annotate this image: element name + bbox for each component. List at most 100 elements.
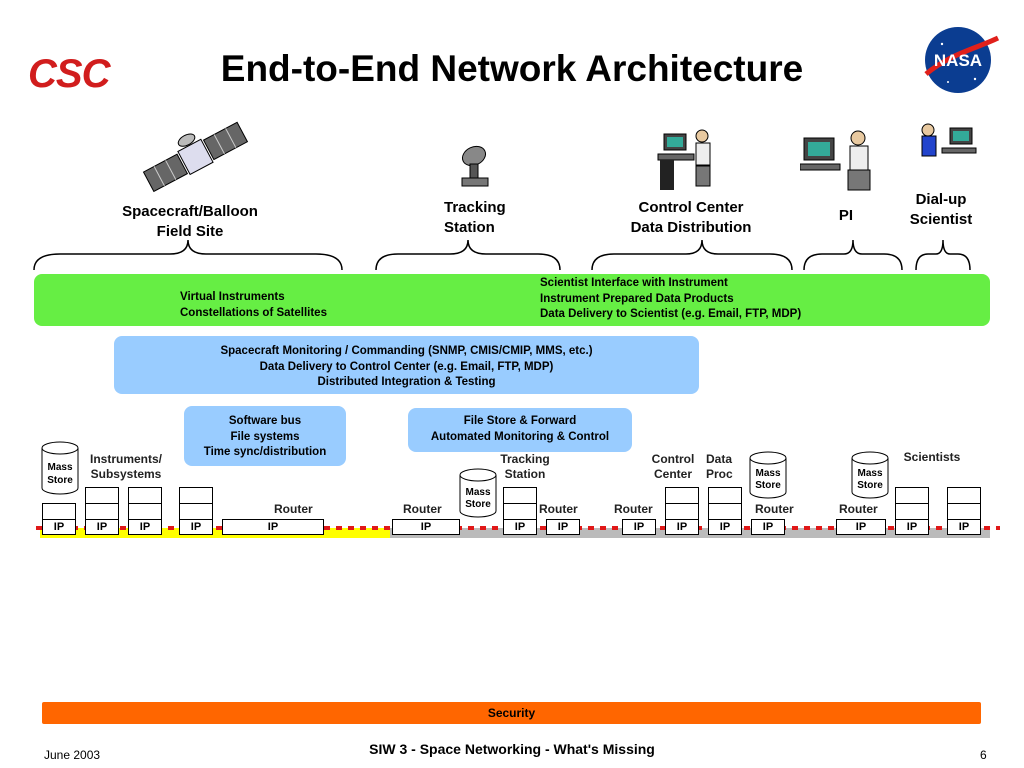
data-proc-label: Data Proc bbox=[706, 452, 733, 481]
pi-workstation-icon bbox=[800, 130, 871, 191]
stack-layer bbox=[85, 503, 119, 519]
ip-layer: IP bbox=[42, 519, 76, 535]
stack-layer bbox=[708, 503, 742, 519]
ip-layer: IP bbox=[222, 519, 324, 535]
control-center-label: Control Center bbox=[651, 452, 695, 481]
mass-store-text-2: Store bbox=[755, 480, 781, 491]
protocol-stack: IP bbox=[622, 519, 656, 535]
stack-layer bbox=[179, 503, 213, 519]
green-band-right-text: Scientist Interface with Instrument Inst… bbox=[540, 277, 802, 320]
stack-layer bbox=[503, 503, 537, 519]
slide-title: End-to-End Network Architecture bbox=[220, 48, 804, 89]
ip-layer: IP bbox=[708, 519, 742, 535]
stack-layer bbox=[947, 487, 981, 503]
mass-store-text-1: Mass bbox=[857, 468, 882, 479]
ip-layer: IP bbox=[836, 519, 886, 535]
link-segment-yellow bbox=[40, 528, 390, 538]
mass-store-cylinder: Mass Store bbox=[749, 451, 787, 499]
ip-layer: IP bbox=[622, 519, 656, 535]
protocol-stack: IP bbox=[503, 487, 537, 535]
protocol-stack: IP bbox=[708, 487, 742, 535]
ip-layer: IP bbox=[85, 519, 119, 535]
group-tracking-label: Tracking Station bbox=[444, 199, 506, 236]
protocol-stack: IP bbox=[392, 519, 460, 535]
stack-layer bbox=[128, 503, 162, 519]
router-label: Router bbox=[403, 502, 442, 516]
software-bus-box: Software bus File systems Time sync/dist… bbox=[184, 406, 346, 466]
router-label: Router bbox=[539, 502, 578, 516]
protocol-stack: IP bbox=[947, 487, 981, 535]
brace-spacecraft bbox=[33, 239, 343, 271]
protocol-stack: IP bbox=[222, 519, 324, 535]
router-label: Router bbox=[755, 502, 794, 516]
mass-store-text-1: Mass bbox=[755, 468, 780, 479]
file-store-box: File Store & Forward Automated Monitorin… bbox=[408, 408, 632, 452]
mass-store-text-2: Store bbox=[465, 499, 491, 510]
ip-layer: IP bbox=[128, 519, 162, 535]
brace-dialup bbox=[915, 239, 971, 271]
group-pi-label: PI bbox=[838, 207, 854, 224]
footer-title: SIW 3 - Space Networking - What's Missin… bbox=[369, 741, 655, 757]
user-services-band bbox=[34, 274, 990, 326]
protocol-stack: IP bbox=[895, 487, 929, 535]
tracking-station-label: Tracking Station bbox=[500, 452, 550, 481]
router-label: Router bbox=[274, 502, 313, 516]
tracking-antenna-icon bbox=[461, 145, 489, 187]
stack-layer bbox=[179, 487, 213, 503]
stack-layer bbox=[665, 503, 699, 519]
security-bar: Security bbox=[42, 702, 981, 724]
control-center-icon bbox=[657, 129, 711, 190]
stack-layer bbox=[947, 503, 981, 519]
protocol-stack: IP bbox=[751, 519, 785, 535]
ip-layer: IP bbox=[546, 519, 580, 535]
stack-layer bbox=[708, 487, 742, 503]
footer-date: June 2003 bbox=[44, 748, 101, 762]
mass-store-cylinder: Mass Store bbox=[851, 451, 889, 499]
router-label: Router bbox=[839, 502, 878, 516]
stack-layer bbox=[128, 487, 162, 503]
group-braces bbox=[33, 239, 971, 271]
mass-store-cylinder: Mass Store bbox=[41, 441, 79, 495]
stack-layer bbox=[503, 487, 537, 503]
group-spacecraft-label: Spacecraft/Balloon Field Site bbox=[122, 203, 258, 240]
stack-layer bbox=[895, 487, 929, 503]
stack-layer bbox=[665, 487, 699, 503]
group-control-label: Control Center Data Distribution bbox=[630, 199, 752, 236]
mass-store-text-2: Store bbox=[857, 480, 883, 491]
stack-layer bbox=[895, 503, 929, 519]
footer-page-number: 6 bbox=[980, 748, 987, 762]
protocol-stack: IP bbox=[42, 503, 76, 535]
protocol-stack: IP bbox=[85, 487, 119, 535]
protocol-stack: IP bbox=[665, 487, 699, 535]
dialup-scientist-icon bbox=[921, 123, 977, 157]
ip-layer: IP bbox=[751, 519, 785, 535]
spacecraft-monitoring-band: Spacecraft Monitoring / Commanding (SNMP… bbox=[114, 336, 699, 394]
brace-control bbox=[591, 239, 793, 271]
mass-store-text-1: Mass bbox=[465, 487, 490, 498]
ip-layer: IP bbox=[895, 519, 929, 535]
mass-store-text-2: Store bbox=[47, 475, 73, 486]
scientists-label: Scientists bbox=[903, 450, 961, 464]
ip-layer: IP bbox=[179, 519, 213, 535]
nasa-logo-text: NASA bbox=[934, 51, 982, 70]
brace-pi bbox=[803, 239, 903, 271]
ip-layer: IP bbox=[392, 519, 460, 535]
satellite-icon bbox=[142, 121, 249, 193]
csc-logo: CSC bbox=[28, 52, 110, 96]
group-dialup-label: Dial-up Scientist bbox=[909, 191, 973, 228]
ip-layer: IP bbox=[665, 519, 699, 535]
protocol-stack: IP bbox=[128, 487, 162, 535]
brace-tracking bbox=[375, 239, 561, 271]
stack-layer bbox=[42, 503, 76, 519]
mass-store-text-1: Mass bbox=[47, 462, 72, 473]
protocol-stack: IP bbox=[836, 519, 886, 535]
instruments-label: Instruments/ Subsystems bbox=[89, 452, 162, 481]
ip-layer: IP bbox=[503, 519, 537, 535]
protocol-stack: IP bbox=[546, 519, 580, 535]
protocol-stack: IP bbox=[179, 487, 213, 535]
stack-layer bbox=[85, 487, 119, 503]
nasa-logo: NASA bbox=[924, 27, 1000, 93]
router-label: Router bbox=[614, 502, 653, 516]
green-band-left-text: Virtual Instruments Constellations of Sa… bbox=[180, 291, 327, 319]
mass-store-cylinder: Mass Store bbox=[459, 468, 497, 518]
